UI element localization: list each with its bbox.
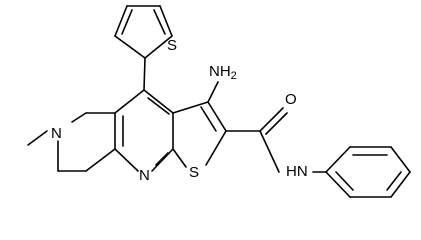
bond: [172, 101, 209, 114]
bond: [159, 5, 173, 37]
bond: [114, 35, 146, 59]
bond: [114, 5, 128, 37]
bond: [207, 101, 227, 132]
methyl-nitrogen-atom-label: N: [51, 125, 62, 142]
bond: [205, 130, 227, 166]
atom-labels: S NH2 O HN N S N: [51, 37, 308, 184]
bond: [172, 148, 187, 168]
bond: [147, 97, 170, 115]
bond: [390, 146, 411, 173]
bond: [143, 57, 146, 91]
bond: [259, 130, 280, 173]
bond: [259, 107, 284, 132]
bond: [386, 171, 402, 191]
bond: [27, 130, 48, 146]
bond: [143, 89, 174, 114]
bond: [335, 171, 354, 191]
bond: [200, 106, 217, 132]
sulfur-atom-label: S: [167, 37, 177, 54]
pyridine-nitrogen-atom-label: N: [139, 167, 150, 184]
amide-nitrogen-atom-label: HN: [286, 163, 308, 180]
bond: [155, 152, 169, 166]
bond-lines: [27, 5, 411, 198]
bond: [114, 148, 139, 172]
bond: [153, 9, 166, 35]
thienopyridine-sulfur-atom-label: S: [189, 164, 199, 181]
bond: [144, 35, 173, 59]
bond: [265, 112, 288, 135]
bond: [151, 148, 174, 172]
amino-atom-label: NH2: [209, 63, 237, 82]
bond: [207, 81, 219, 103]
bond: [114, 89, 145, 114]
bond: [325, 171, 351, 198]
bond: [85, 148, 116, 172]
oxygen-atom-label: O: [285, 91, 297, 108]
bond: [121, 9, 133, 35]
bond: [325, 146, 351, 173]
molecule-structure: S NH2 O HN N S N: [27, 5, 411, 198]
bond: [71, 112, 87, 123]
bond: [390, 171, 411, 198]
